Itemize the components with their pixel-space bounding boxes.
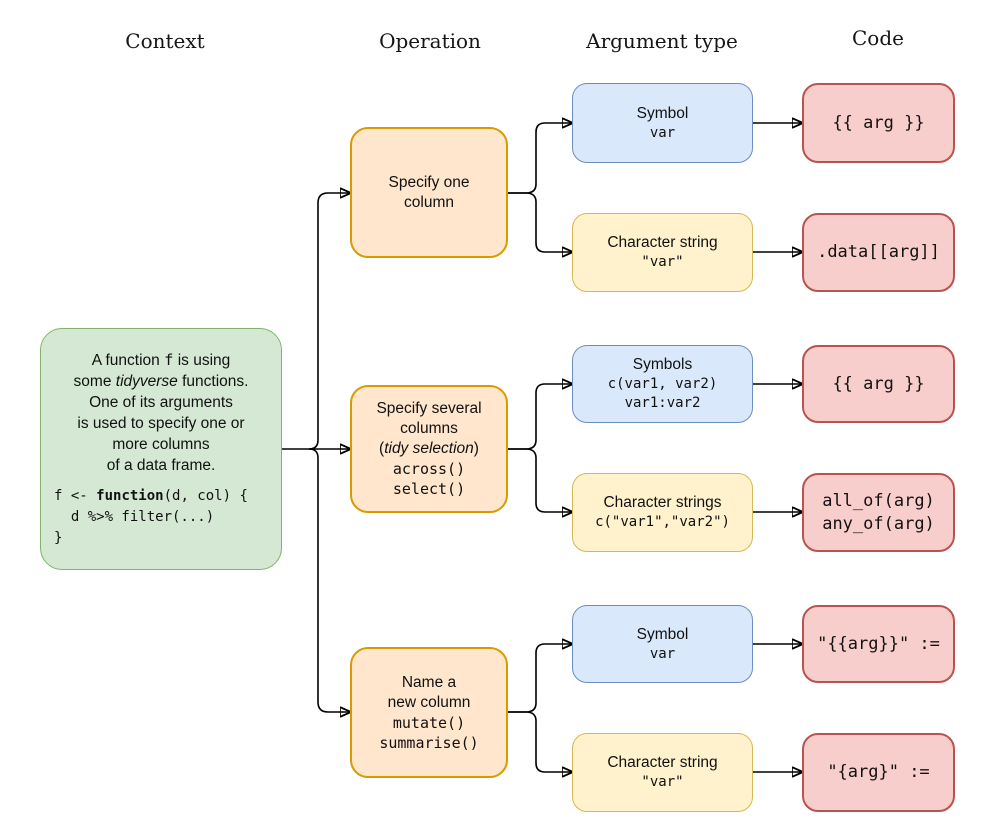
code-line: .data[[arg]] [817, 242, 940, 262]
text-line: Symbol [636, 104, 689, 122]
code-line: "var" [641, 254, 684, 270]
text-line: One of its arguments [89, 393, 233, 411]
code-line: var [649, 645, 676, 662]
text-line: Symbol [636, 625, 689, 643]
code-line: "var" [641, 774, 684, 790]
code-box-all-of-any-of: all_of(arg) any_of(arg) [802, 473, 955, 552]
connector-op1-to-symbol [508, 123, 572, 194]
code-line: } [54, 529, 63, 546]
header-code: Code [852, 26, 904, 50]
code-line: select() [392, 480, 466, 498]
header-operation: Operation [379, 29, 481, 53]
text-line: A function f is using [91, 350, 231, 369]
code-line: {{ arg }} [832, 373, 925, 394]
connector-op1-to-string [508, 192, 572, 252]
connector-op2-to-symbols [508, 384, 572, 450]
code-line: c(var1, var2) [607, 376, 718, 392]
connector-context-to-specify-one [308, 193, 350, 450]
code-line: mutate() [392, 713, 466, 732]
operation-box-name-new-column: Name a new column mutate() summarise() [350, 647, 508, 778]
argument-box-symbol-1: Symbol var [572, 83, 753, 163]
code-line: f <- function(d, col) { [54, 487, 248, 504]
code-box-data-pronoun: .data[[arg]] [802, 213, 955, 292]
connector-op3-to-string [508, 711, 572, 772]
text-line: some tidyverse functions. [73, 372, 249, 390]
text-line: of a data frame. [106, 456, 216, 474]
code-box-embrace-1: {{ arg }} [802, 83, 955, 163]
text-line: is used to specify one or [77, 414, 245, 432]
text-line: Name a [401, 673, 457, 691]
code-line: d %>% filter(...) [54, 508, 215, 525]
connector-op3-to-symbol [508, 644, 572, 713]
text-line: Symbols [632, 356, 693, 373]
text-line: more columns [112, 435, 210, 453]
argument-box-character-strings: Character strings c("var1","var2") [572, 473, 753, 552]
code-line: "{{arg}}" := [817, 633, 940, 654]
code-line: summarise() [379, 733, 479, 752]
code-line: all_of(arg) [822, 490, 935, 511]
text-line: (tidy selection) [379, 440, 479, 457]
code-box-embrace-2: {{ arg }} [802, 345, 955, 423]
text-line: column [404, 193, 454, 211]
operation-box-specify-several-columns: Specify several columns (tidy selection)… [350, 385, 508, 513]
text-line: Specify one [388, 173, 470, 191]
code-line: across() [392, 460, 466, 478]
text-line: new column [387, 693, 471, 711]
context-box: A function f is using some tidyverse fun… [40, 328, 282, 570]
code-box-embrace-walrus: "{{arg}}" := [802, 605, 955, 683]
code-line: var [649, 124, 676, 141]
argument-box-character-string-1: Character string "var" [572, 213, 753, 292]
argument-box-character-string-2: Character string "var" [572, 733, 753, 812]
text-line: Character strings [603, 494, 722, 511]
text-line: Specify several [376, 400, 482, 417]
context-code-snippet: f <- function(d, col) { d %>% filter(...… [45, 486, 277, 549]
code-line: any_of(arg) [822, 513, 935, 534]
argument-box-symbol-2: Symbol var [572, 605, 753, 683]
operation-box-specify-one-column: Specify one column [350, 127, 508, 258]
header-argument-type: Argument type [586, 29, 738, 53]
code-line: c("var1","var2") [595, 514, 730, 530]
code-line: var1:var2 [624, 395, 701, 411]
argument-box-symbols: Symbols c(var1, var2) var1:var2 [572, 345, 753, 423]
connector-op2-to-strings [508, 448, 572, 512]
code-line: {{ arg }} [832, 112, 925, 133]
text-line: columns [400, 420, 458, 437]
code-box-glue-walrus: "{arg}" := [802, 733, 955, 812]
header-context: Context [125, 29, 205, 53]
text-line: Character string [607, 234, 718, 251]
code-line: "{arg}" := [827, 762, 930, 782]
context-description: A function f is using some tidyverse fun… [74, 350, 249, 476]
text-line: Character string [607, 754, 718, 771]
connector-context-to-name-new [308, 448, 350, 712]
